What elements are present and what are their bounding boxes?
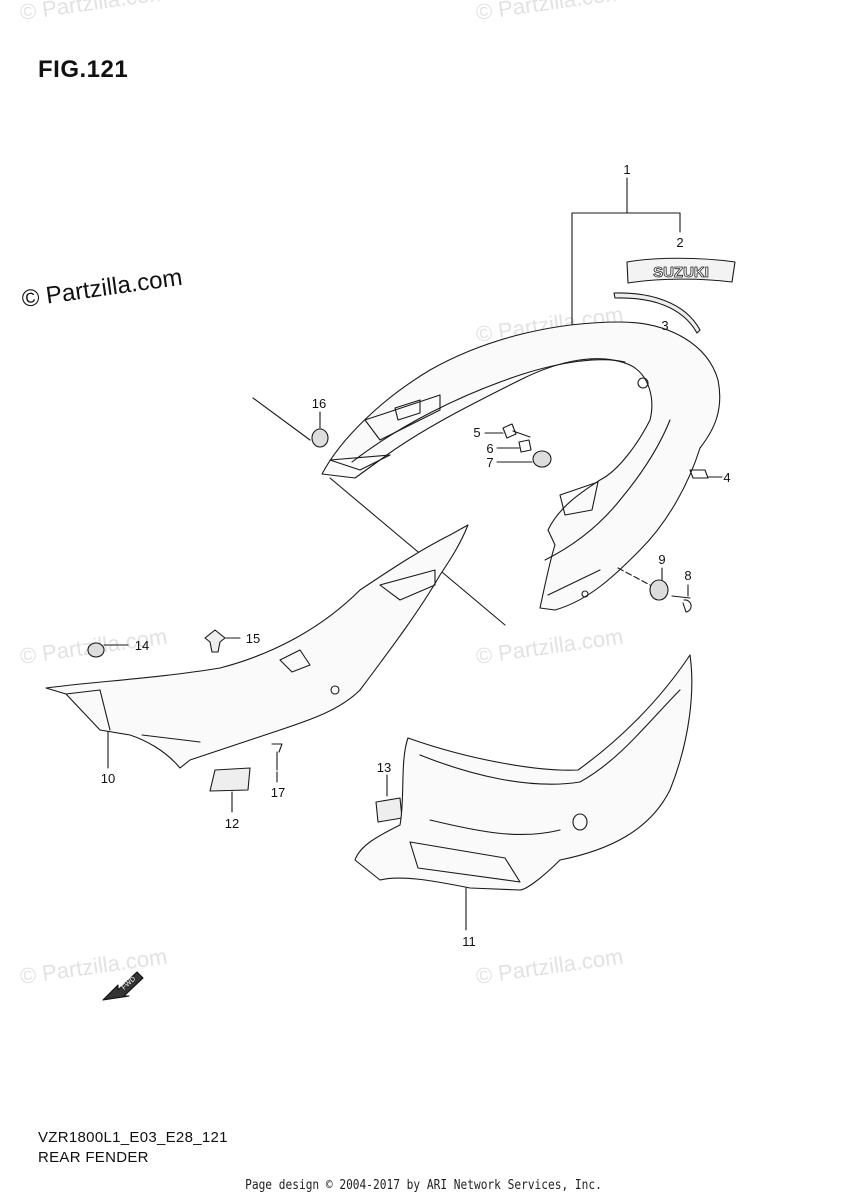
grommet-14 [87,642,105,658]
callout-6: 6 [486,441,493,456]
plate-13 [375,797,403,823]
callout-13: 13 [377,760,391,775]
callout-14: 14 [135,638,149,653]
decal-text: SUZUKI [653,264,709,281]
callout-11: 11 [462,934,476,949]
callout-1: 1 [623,162,630,177]
frame-cover [45,524,469,769]
callout-1-bracket [571,177,681,331]
callout-3: 3 [661,318,668,333]
callout-5: 5 [473,425,480,440]
model-code: VZR1800L1_E03_E28_121 [38,1129,228,1146]
callout-10: 10 [101,771,115,786]
speed-nut [689,469,709,479]
tail-cowl [321,321,721,611]
leader-line [329,477,506,626]
screw-17 [271,743,283,771]
suzuki-decal: SUZUKI [626,257,736,284]
callout-12: 12 [225,816,239,831]
callout-7: 7 [486,455,493,470]
forward-arrow-icon: FWD [102,971,144,1001]
clip-15 [204,629,226,653]
trim-strip [613,292,701,334]
callout-17: 17 [271,785,285,800]
callout-4: 4 [723,470,730,485]
callout-15: 15 [246,631,260,646]
callout-9: 9 [658,552,665,567]
figure-title: FIG.121 [38,56,129,83]
model-info: VZR1800L1_E03_E28_121 REAR FENDER [38,1128,228,1168]
rear-bolt-cushion [617,567,692,613]
grommet-16 [311,411,329,448]
page-footer: Page design © 2004-2017 by ARI Network S… [245,1178,602,1193]
screw-assembly [484,423,552,468]
side-cover [354,654,693,931]
callout-8: 8 [684,568,691,583]
callout-16: 16 [312,396,326,411]
model-name: REAR FENDER [38,1149,149,1166]
callout-2: 2 [676,235,683,250]
leader-line [252,397,311,441]
reflector-12 [209,767,251,792]
